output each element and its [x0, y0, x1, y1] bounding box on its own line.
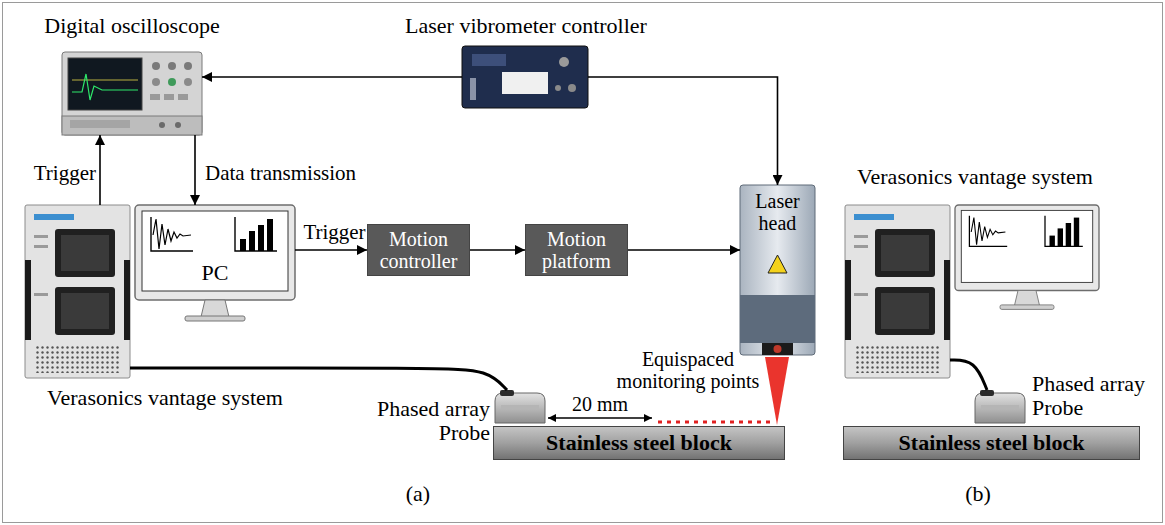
signal-arrow [628, 249, 740, 251]
probe-picture [495, 390, 545, 423]
node-label: PC [185, 261, 245, 285]
vibrometer-controller-picture [555, 85, 561, 91]
signal-arrow [202, 76, 462, 78]
node-label: Stainless steel block [899, 431, 1085, 455]
edge-label: Data transmission [205, 162, 405, 185]
node-label: Motion platform [526, 228, 627, 272]
signal-arrow [470, 249, 525, 251]
annotation: Equispaced monitoring points [608, 348, 768, 392]
pc-picture [135, 205, 295, 321]
node-label: Verasonics vantage system [15, 386, 315, 410]
panel-label: (a) [388, 482, 448, 506]
oscilloscope-picture [152, 78, 160, 86]
oscilloscope-picture [164, 94, 174, 100]
oscilloscope-picture [168, 78, 176, 86]
node-label: Motion controller [368, 228, 469, 272]
vibrometer-controller: Laser vibrometer controller [462, 46, 588, 108]
oscilloscope-picture [184, 62, 192, 70]
vibrometer-controller-picture [568, 84, 576, 92]
panel-label: (b) [948, 482, 1008, 506]
vibrometer-controller-picture [502, 72, 548, 94]
oscilloscope: Digital oscilloscope [62, 52, 202, 135]
process-box: Motion controller [367, 224, 470, 276]
vibrometer-controller-picture [470, 78, 476, 100]
oscilloscope-picture [168, 62, 176, 70]
verasonics-system: Verasonics vantage system [25, 205, 130, 378]
verasonics-system: Verasonics vantage system [845, 205, 950, 378]
oscilloscope-picture [159, 122, 165, 128]
oscilloscope-picture [152, 62, 160, 70]
oscilloscope-picture [68, 58, 142, 110]
node-label: Laser vibrometer controller [376, 14, 676, 38]
dimension-label: 20 mm [560, 393, 640, 415]
probe-cable [950, 360, 987, 390]
vibrometer-controller-picture [559, 57, 569, 67]
node-label: Phased array Probe [1032, 372, 1154, 420]
oscilloscope-picture [62, 116, 202, 135]
signal-arrow [588, 77, 778, 185]
laser-head: Laser head [740, 185, 815, 355]
oscilloscope-picture [62, 52, 202, 135]
vibrometer-controller-picture [472, 54, 506, 66]
verasonics-picture [845, 205, 950, 378]
node-label: Laser head [742, 190, 813, 234]
laser-head-picture [762, 343, 793, 355]
phased-array-probe: Phased array Probe [975, 393, 1025, 423]
oscilloscope-picture [150, 94, 160, 100]
oscilloscope-picture [175, 122, 181, 128]
laser-head-picture [768, 255, 787, 273]
laser-head-picture [740, 185, 815, 355]
process-box: Motion platform [525, 224, 628, 276]
probe-picture [975, 390, 1025, 423]
signal-arrow [295, 249, 367, 251]
figure-frame [3, 3, 1163, 523]
oscilloscope-picture [72, 80, 138, 81]
laser-head-picture [740, 295, 815, 343]
phased-array-probe: Phased array Probe [495, 393, 545, 423]
verasonics-picture [25, 205, 130, 378]
edge-label: Trigger [297, 221, 372, 244]
oscilloscope-picture [184, 78, 192, 86]
steel-block: Stainless steel block [493, 426, 785, 460]
monitoring-points [658, 421, 772, 424]
signal-arrow [194, 135, 196, 205]
vibrometer-controller-picture [462, 46, 588, 108]
oscilloscope-picture [72, 74, 138, 100]
pc-monitor: PC [135, 205, 295, 300]
pc-picture [955, 205, 1099, 309]
oscilloscope-picture [62, 52, 202, 135]
dimension-arrow [548, 417, 652, 418]
node-label: Digital oscilloscope [2, 14, 262, 38]
oscilloscope-picture [178, 94, 188, 100]
laser-head-picture [740, 185, 815, 355]
node-label: Stainless steel block [546, 431, 732, 455]
vibrometer-controller-picture [462, 46, 588, 108]
node-label: Verasonics vantage system [825, 165, 1125, 189]
steel-block: Stainless steel block [843, 426, 1140, 460]
oscilloscope-picture [70, 120, 130, 128]
signal-arrow [99, 135, 101, 205]
laser-beam [765, 357, 789, 425]
edge-label: Trigger [18, 162, 96, 185]
node-label: Phased array Probe [370, 397, 490, 445]
laser-head-picture [774, 345, 782, 353]
